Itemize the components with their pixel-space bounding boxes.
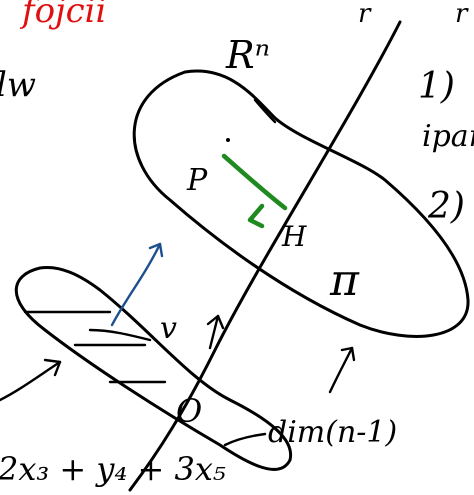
dim-pointer-line	[223, 432, 267, 447]
red-heading-fragment: fojcii	[19, 0, 106, 31]
point-h-label: H	[281, 220, 307, 253]
bottom-equation: 2x₃ + y₄ + 3x₅	[0, 450, 226, 488]
vector-v-arrowhead	[206, 314, 225, 330]
point-p-label: P	[186, 163, 208, 198]
left-arrow-head	[43, 358, 62, 377]
lower-plane	[14, 265, 293, 471]
vector-v-arrow	[208, 314, 220, 350]
item-2-label: 2)	[427, 186, 465, 227]
hyperplane-ellipse	[132, 69, 470, 338]
lower-plane-hatch-4	[88, 328, 152, 342]
top-right-fragment: r	[455, 0, 469, 29]
space-label: Rⁿ	[225, 33, 270, 77]
plane-pi-label: π	[329, 255, 360, 306]
blue-arrow-head	[148, 242, 164, 258]
origin-label: O	[176, 392, 202, 430]
vector-v-label: v	[160, 311, 177, 346]
right-angle-mark	[247, 203, 265, 229]
perpendicular-segment	[221, 153, 288, 211]
ellipse-pointer-arrow	[328, 346, 354, 394]
line-r	[128, 20, 402, 492]
left-text-fragment: lw	[0, 65, 36, 105]
line-label: r	[358, 0, 372, 29]
item-text-fragment: ipar	[422, 119, 474, 154]
ellipse-pointer-head	[340, 346, 356, 362]
left-arrow-shaft	[0, 360, 62, 402]
item-1-label: 1)	[418, 66, 455, 107]
dimension-label: dim(n-1)	[268, 415, 397, 450]
ellipse-inner-stroke	[253, 98, 277, 124]
blue-vector-arrow	[110, 242, 162, 327]
point-p-dot	[226, 138, 230, 142]
